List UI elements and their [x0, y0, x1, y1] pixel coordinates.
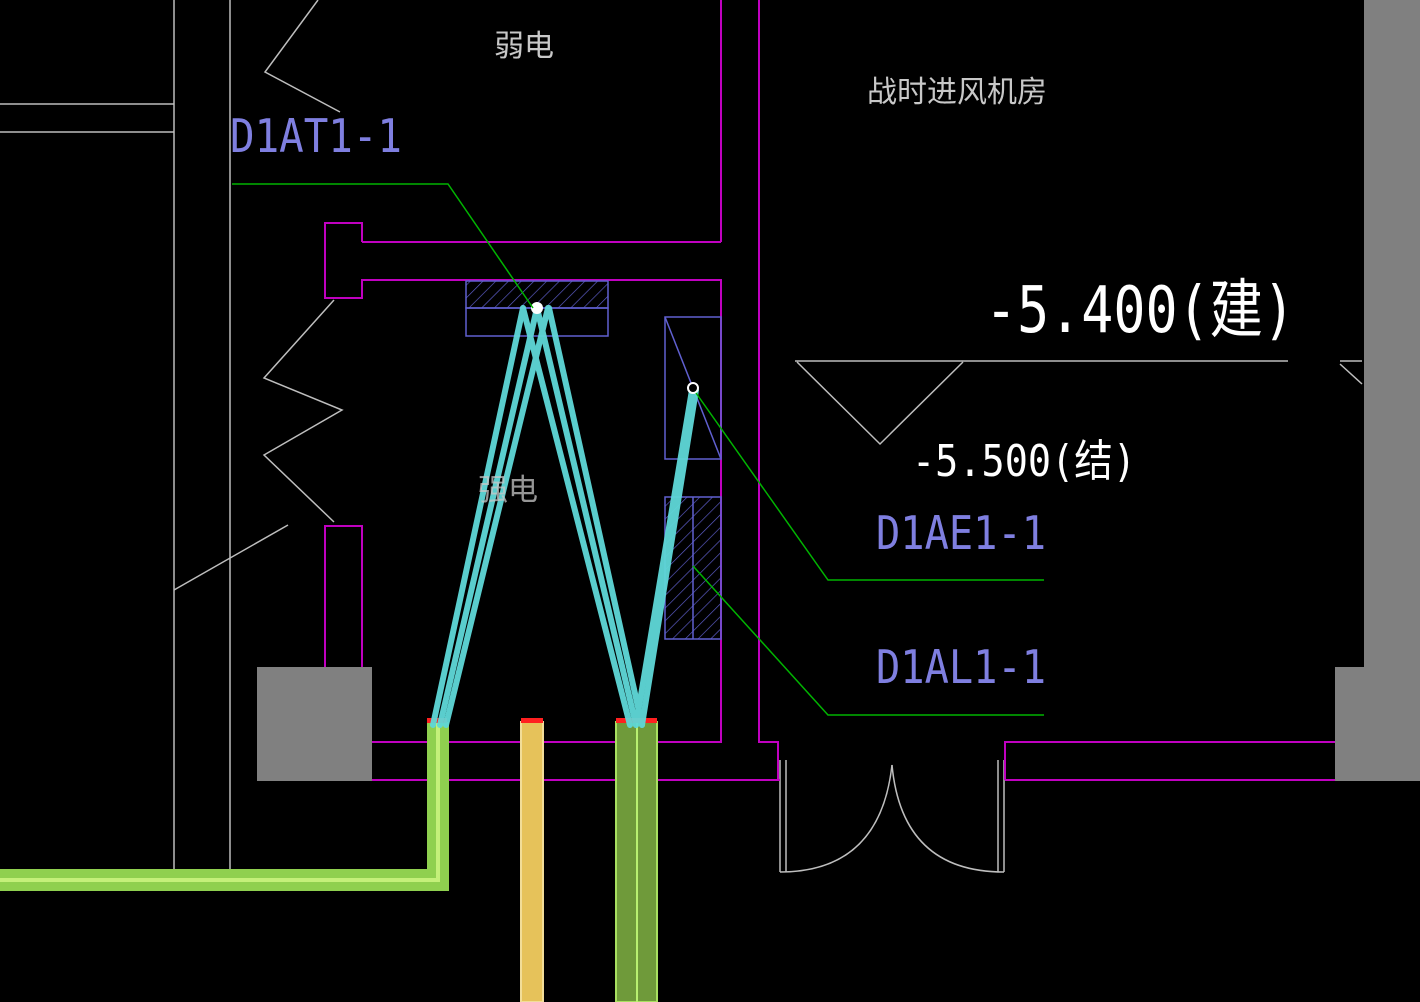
tray-node-top: [531, 302, 543, 314]
column-left: [257, 667, 372, 781]
conduit-yellow: [520, 721, 544, 1002]
panel-ae[interactable]: [664, 316, 722, 460]
tag-d1at1-1[interactable]: D1AT1-1: [230, 109, 402, 163]
tray-node-right: [687, 382, 699, 394]
tag-d1ae1-1[interactable]: D1AE1-1: [876, 506, 1046, 560]
elevation-architectural: -5.400(建): [985, 274, 1295, 348]
column-right-upper: [1364, 0, 1420, 670]
room-label-weak-current: 弱电: [494, 29, 554, 64]
columns: [257, 0, 1420, 781]
cable-trays: [430, 305, 699, 728]
walls: [324, 0, 1336, 781]
conduit-green-left: [0, 722, 449, 891]
room-label-wartime-intake: 战时进风机房: [867, 75, 1047, 110]
room-label-strong-current: 强电: [478, 473, 538, 508]
column-right: [1335, 667, 1420, 781]
tag-d1al1-1[interactable]: D1AL1-1: [876, 640, 1046, 694]
elevation-structural: -5.500(结): [912, 436, 1136, 487]
leaders: [232, 183, 1044, 716]
building-outline: [0, 0, 1363, 873]
